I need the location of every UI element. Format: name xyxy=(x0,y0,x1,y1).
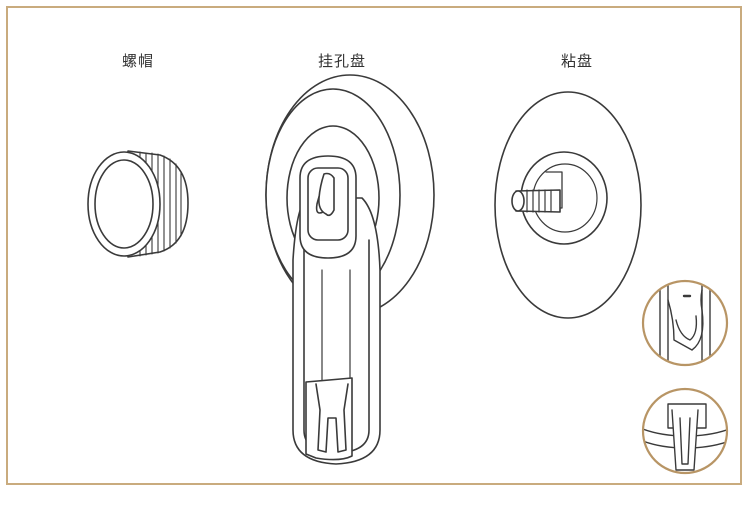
hook-plate-label: 挂孔盘 xyxy=(317,52,366,70)
detail-inset-bottom xyxy=(641,387,729,475)
screw-cap-label: 螺帽 xyxy=(121,52,154,70)
adhesive-pad-label: 粘盘 xyxy=(560,52,593,70)
hook-plate-drawing xyxy=(265,74,435,465)
stud-threads xyxy=(526,189,552,213)
cap-front-face xyxy=(87,151,161,257)
screw-cap-drawing xyxy=(87,150,189,258)
gold-frame xyxy=(6,6,742,485)
detail-inset-top xyxy=(641,279,729,367)
adhesive-pad-drawing xyxy=(494,91,642,319)
cap-inner-rim xyxy=(94,159,154,249)
